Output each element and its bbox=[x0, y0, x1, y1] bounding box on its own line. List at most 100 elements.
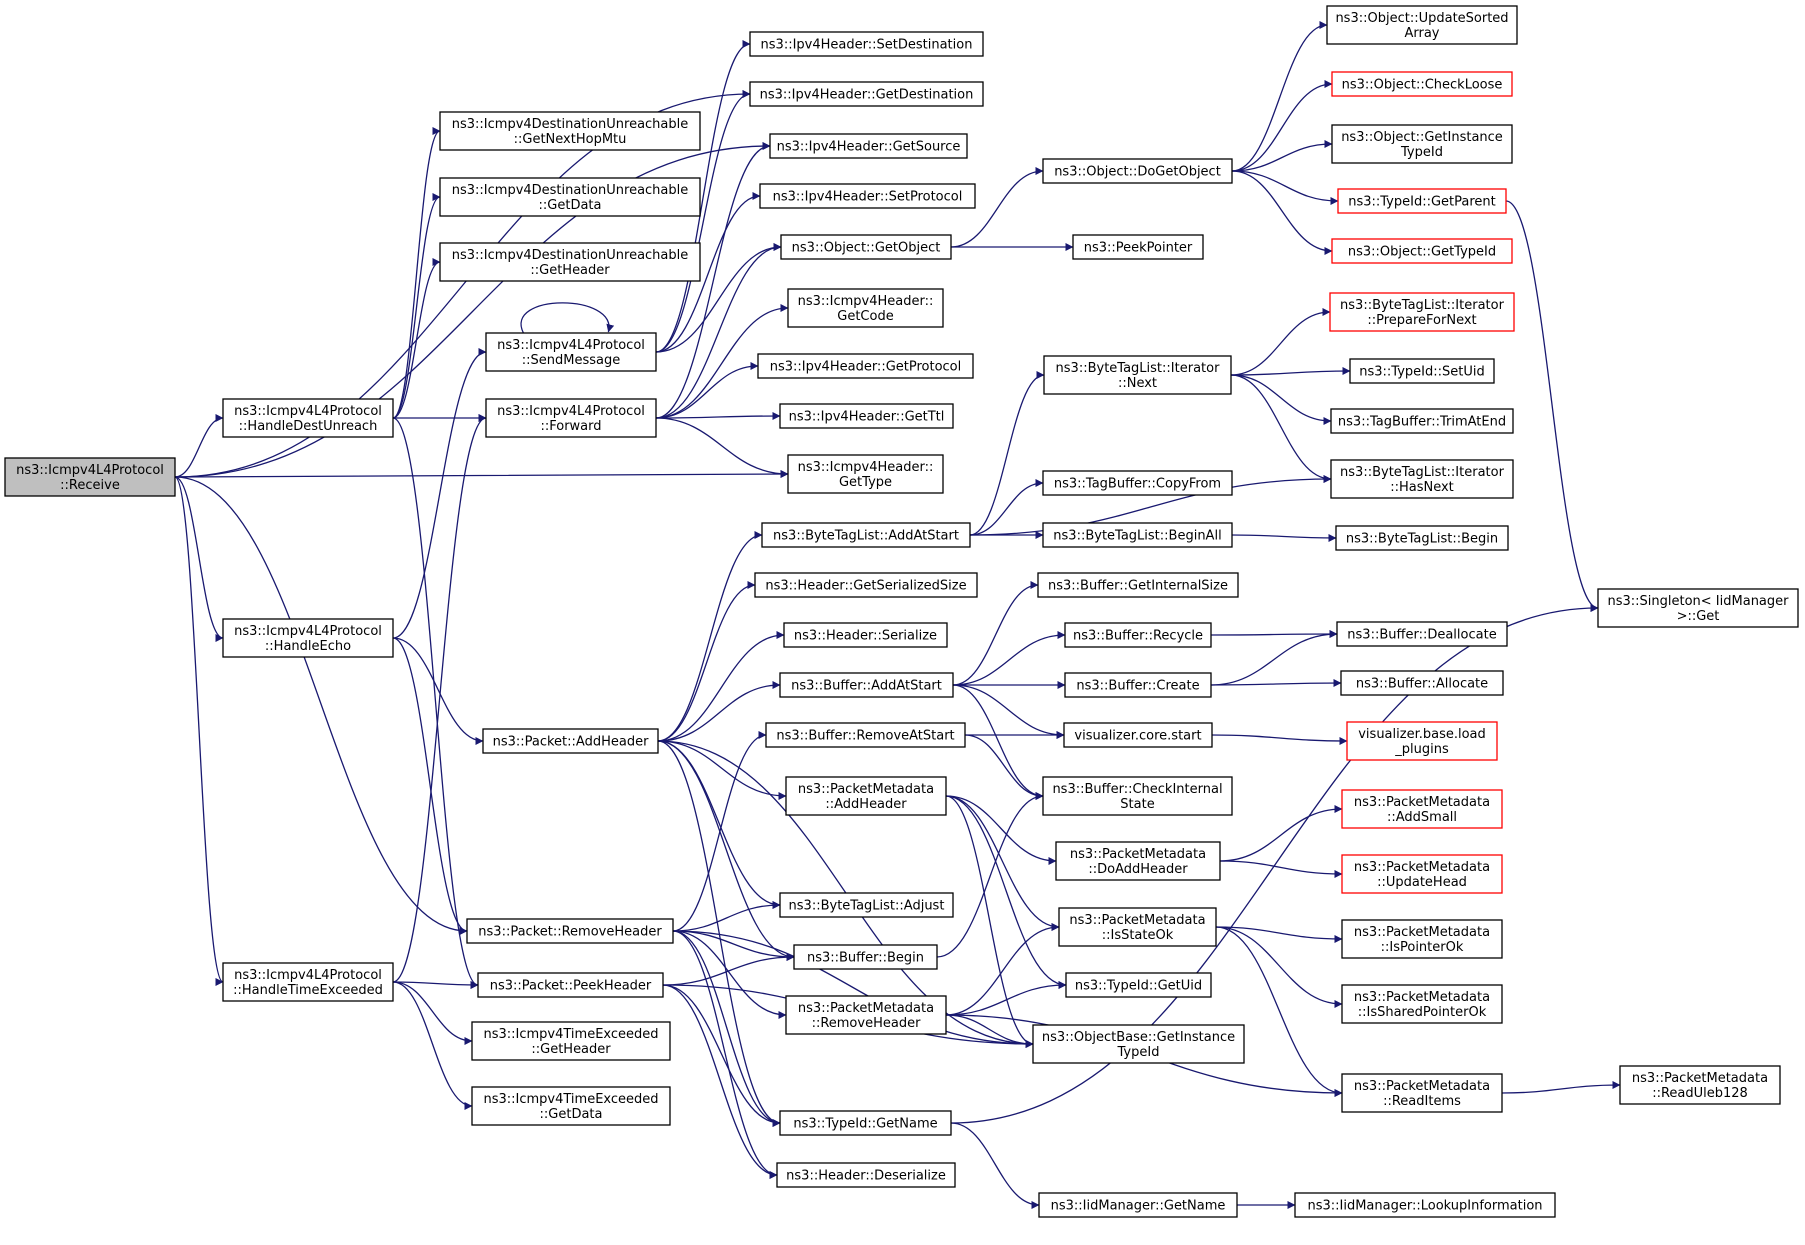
node-visualizerBaseLoadPlugins[interactable]: visualizer.base.load_plugins bbox=[1346, 721, 1498, 761]
node-box bbox=[222, 398, 394, 438]
node-objectDoGetObject[interactable]: ns3::Object::DoGetObject bbox=[1042, 158, 1233, 184]
node-label: ns3::Object::CheckLoose bbox=[1342, 78, 1503, 93]
edge-handleDestUnreach-to-packetPeekHeader bbox=[392, 417, 479, 989]
node-receive[interactable]: ns3::Icmpv4L4Protocol::Receive bbox=[4, 457, 176, 497]
node-ipv4SetDestination[interactable]: ns3::Ipv4Header::SetDestination bbox=[749, 31, 984, 57]
node-te_getData[interactable]: ns3::Icmpv4TimeExceeded::GetData bbox=[471, 1086, 671, 1126]
node-typeIdGetParent[interactable]: ns3::TypeId::GetParent bbox=[1337, 188, 1507, 214]
node-iidManagerGetName[interactable]: ns3::IidManager::GetName bbox=[1038, 1192, 1238, 1218]
node-typeIdSetUid[interactable]: ns3::TypeId::SetUid bbox=[1349, 358, 1495, 384]
edge-pmIsStateOk-to-pmIsSharedPointerOk bbox=[1215, 926, 1343, 1008]
node-label: ns3::IidManager::GetName bbox=[1051, 1199, 1226, 1214]
node-pmReadUleb128[interactable]: ns3::PacketMetadata::ReadUleb128 bbox=[1619, 1065, 1781, 1105]
node-objectGetTypeId[interactable]: ns3::Object::GetTypeId bbox=[1331, 238, 1513, 264]
node-label: ::UpdateHead bbox=[1377, 875, 1467, 890]
node-pmReadItems[interactable]: ns3::PacketMetadata::ReadItems bbox=[1341, 1073, 1503, 1113]
node-bufferGetInternalSize[interactable]: ns3::Buffer::GetInternalSize bbox=[1037, 572, 1239, 598]
node-box bbox=[1349, 358, 1495, 384]
node-bufferAddAtStart[interactable]: ns3::Buffer::AddAtStart bbox=[779, 672, 954, 698]
node-pmAddSmall[interactable]: ns3::PacketMetadata::AddSmall bbox=[1341, 789, 1503, 829]
node-pmAddHeader[interactable]: ns3::PacketMetadata::AddHeader bbox=[785, 776, 947, 816]
node-ipv4GetProtocol[interactable]: ns3::Ipv4Header::GetProtocol bbox=[757, 353, 974, 379]
node-bufferDeallocate[interactable]: ns3::Buffer::Deallocate bbox=[1336, 621, 1508, 647]
node-box bbox=[785, 776, 947, 816]
node-btlAdjust[interactable]: ns3::ByteTagList::Adjust bbox=[779, 892, 954, 918]
node-btlBegin[interactable]: ns3::ByteTagList::Begin bbox=[1335, 525, 1509, 551]
node-objectGetObject[interactable]: ns3::Object::GetObject bbox=[780, 234, 952, 260]
node-handleTimeExceeded[interactable]: ns3::Icmpv4L4Protocol::HandleTimeExceede… bbox=[222, 962, 394, 1002]
edge-packetRemoveHeader-to-pmRemoveHeader bbox=[672, 930, 787, 1019]
node-box bbox=[1042, 522, 1233, 548]
node-packetRemoveHeader[interactable]: ns3::Packet::RemoveHeader bbox=[466, 918, 674, 944]
node-packetPeekHeader[interactable]: ns3::Packet::PeekHeader bbox=[477, 972, 664, 998]
edge-packetRemoveHeader-to-headerDeserialize bbox=[672, 930, 778, 1179]
node-handleEcho[interactable]: ns3::Icmpv4L4Protocol::HandleEcho bbox=[222, 618, 394, 658]
node-peekPointer[interactable]: ns3::PeekPointer bbox=[1072, 234, 1204, 260]
node-btlBeginAll[interactable]: ns3::ByteTagList::BeginAll bbox=[1042, 522, 1233, 548]
node-icmpGetType[interactable]: ns3::Icmpv4Header::GetType bbox=[787, 454, 944, 494]
node-label: ns3::Ipv4Header::SetProtocol bbox=[773, 190, 963, 205]
node-typeIdGetUid[interactable]: ns3::TypeId::GetUid bbox=[1065, 972, 1212, 998]
node-du_getNextHopMtu[interactable]: ns3::Icmpv4DestinationUnreachable::GetNe… bbox=[439, 111, 701, 151]
node-label: ns3::Header::Deserialize bbox=[786, 1169, 946, 1184]
node-btlIterPrepareForNext[interactable]: ns3::ByteTagList::Iterator::PrepareForNe… bbox=[1329, 292, 1515, 332]
node-bufferCreate[interactable]: ns3::Buffer::Create bbox=[1064, 672, 1212, 698]
node-singletonGet[interactable]: ns3::Singleton< IidManager>::Get bbox=[1597, 588, 1799, 628]
node-box bbox=[1058, 907, 1217, 947]
edge-packetPeekHeader-to-typeIdGetName bbox=[662, 984, 781, 1127]
node-box bbox=[471, 1021, 671, 1061]
node-pmIsStateOk[interactable]: ns3::PacketMetadata::IsStateOk bbox=[1058, 907, 1217, 947]
node-handleDestUnreach[interactable]: ns3::Icmpv4L4Protocol::HandleDestUnreach bbox=[222, 398, 394, 438]
node-headerDeserialize[interactable]: ns3::Header::Deserialize bbox=[776, 1162, 956, 1188]
node-forward[interactable]: ns3::Icmpv4L4Protocol::Forward bbox=[485, 398, 657, 438]
node-bufferRemoveAtStart[interactable]: ns3::Buffer::RemoveAtStart bbox=[765, 722, 966, 748]
node-tagBufferCopyFrom[interactable]: ns3::TagBuffer::CopyFrom bbox=[1042, 470, 1233, 496]
edge-pmIsStateOk-to-pmReadItems bbox=[1215, 926, 1343, 1097]
node-headerSerialize[interactable]: ns3::Header::Serialize bbox=[783, 622, 948, 648]
node-btlIterNext[interactable]: ns3::ByteTagList::Iterator::Next bbox=[1043, 355, 1232, 395]
node-ipv4GetTtl[interactable]: ns3::Ipv4Header::GetTtl bbox=[779, 403, 954, 429]
node-du_getData[interactable]: ns3::Icmpv4DestinationUnreachable::GetDa… bbox=[439, 177, 701, 217]
node-pmRemoveHeader[interactable]: ns3::PacketMetadata::RemoveHeader bbox=[785, 995, 947, 1035]
node-headerGetSerializedSize[interactable]: ns3::Header::GetSerializedSize bbox=[754, 572, 978, 598]
node-label: ns3::PeekPointer bbox=[1084, 241, 1193, 256]
node-bufferRecycle[interactable]: ns3::Buffer::Recycle bbox=[1064, 622, 1212, 648]
node-label: ns3::Ipv4Header::GetProtocol bbox=[770, 360, 962, 375]
node-pmUpdateHead[interactable]: ns3::PacketMetadata::UpdateHead bbox=[1341, 854, 1503, 894]
node-typeIdGetName[interactable]: ns3::TypeId::GetName bbox=[779, 1110, 952, 1136]
node-pmIsPointerOk[interactable]: ns3::PacketMetadata::IsPointerOk bbox=[1341, 919, 1503, 959]
node-box bbox=[1326, 5, 1518, 45]
node-box bbox=[466, 918, 674, 944]
node-objectCheckLoose[interactable]: ns3::Object::CheckLoose bbox=[1331, 71, 1513, 97]
node-te_getHeader[interactable]: ns3::Icmpv4TimeExceeded::GetHeader bbox=[471, 1021, 671, 1061]
node-packetAddHeader[interactable]: ns3::Packet::AddHeader bbox=[482, 728, 659, 754]
node-du_getHeader[interactable]: ns3::Icmpv4DestinationUnreachable::GetHe… bbox=[439, 242, 701, 282]
node-box bbox=[785, 995, 947, 1035]
node-icmpGetCode[interactable]: ns3::Icmpv4Header::GetCode bbox=[787, 288, 944, 328]
node-btlIterHasNext[interactable]: ns3::ByteTagList::Iterator::HasNext bbox=[1330, 459, 1514, 499]
edge-packetAddHeader-to-headerGetSerializedSize bbox=[657, 581, 756, 742]
node-bufferAllocate[interactable]: ns3::Buffer::Allocate bbox=[1340, 670, 1504, 696]
node-ipv4GetDestination[interactable]: ns3::Ipv4Header::GetDestination bbox=[749, 81, 984, 107]
node-ipv4GetSource[interactable]: ns3::Ipv4Header::GetSource bbox=[769, 133, 968, 159]
node-ipv4SetProtocol[interactable]: ns3::Ipv4Header::SetProtocol bbox=[759, 183, 976, 209]
node-box bbox=[1346, 721, 1498, 761]
node-box bbox=[1597, 588, 1799, 628]
node-label: ns3::Icmpv4Header:: bbox=[798, 294, 934, 309]
node-label: ::SendMessage bbox=[522, 353, 620, 368]
node-sendMessage[interactable]: ns3::Icmpv4L4Protocol::SendMessage bbox=[485, 332, 657, 372]
node-bufferBegin[interactable]: ns3::Buffer::Begin bbox=[793, 944, 938, 970]
node-label: ns3::Icmpv4TimeExceeded bbox=[483, 1092, 658, 1107]
edge-handleTimeExceeded-to-te_getData bbox=[392, 981, 473, 1110]
node-visualizerCoreStart[interactable]: visualizer.core.start bbox=[1063, 722, 1213, 748]
node-btlAddAtStart[interactable]: ns3::ByteTagList::AddAtStart bbox=[761, 522, 971, 548]
node-pmIsSharedPointerOk[interactable]: ns3::PacketMetadata::IsSharedPointerOk bbox=[1341, 984, 1503, 1024]
node-pmDoAddHeader[interactable]: ns3::PacketMetadata::DoAddHeader bbox=[1055, 841, 1221, 881]
node-tagBufferTrimAtEnd[interactable]: ns3::TagBuffer::TrimAtEnd bbox=[1330, 408, 1514, 434]
node-iidManagerLookupInformation[interactable]: ns3::IidManager::LookupInformation bbox=[1294, 1192, 1556, 1218]
edge-bufferAddAtStart-to-bufferCheckInternalState bbox=[952, 684, 1044, 800]
